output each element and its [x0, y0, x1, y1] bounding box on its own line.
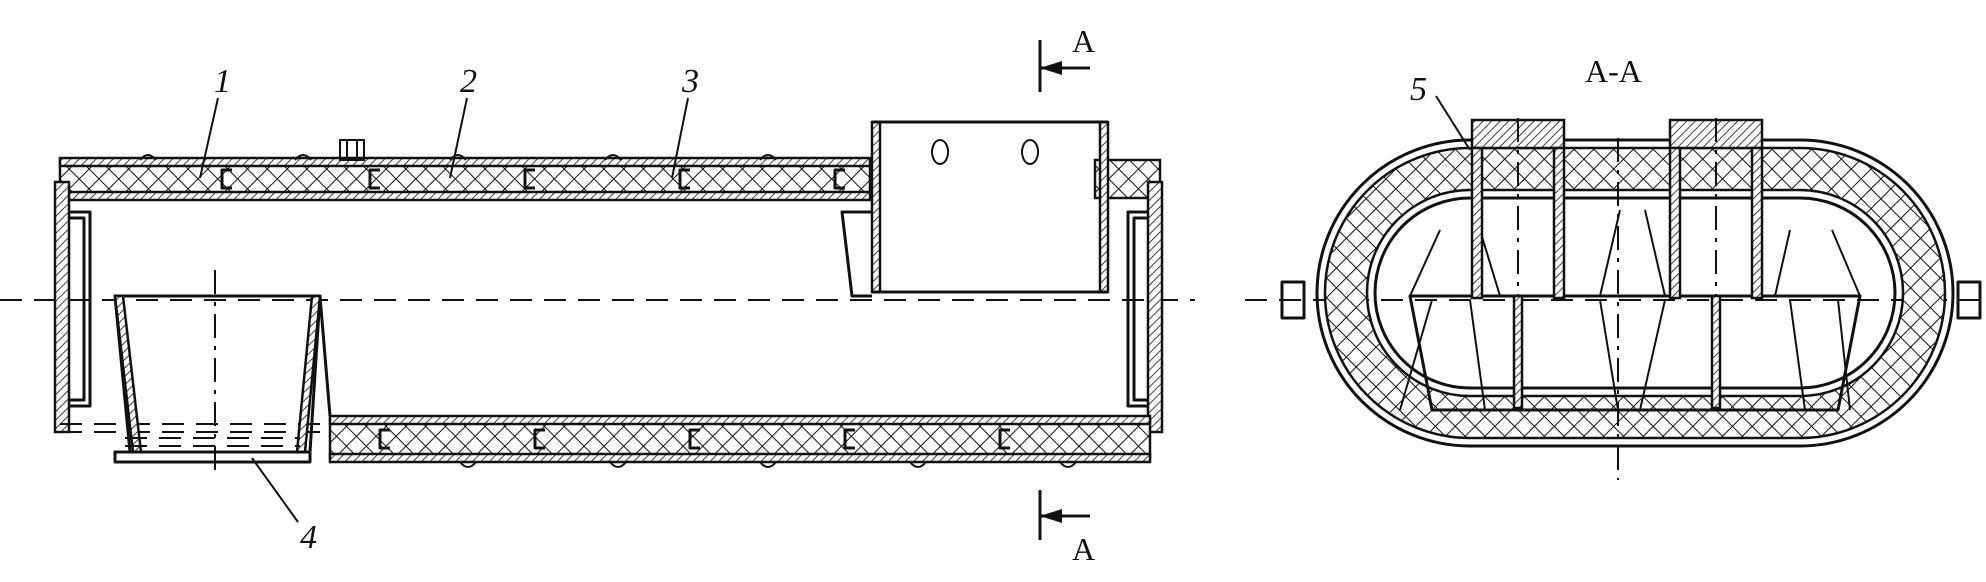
section-marker-bottom: A — [1072, 531, 1095, 567]
bottom-channels — [378, 428, 1010, 450]
top-bumps — [139, 154, 777, 161]
top-wall-inner-steel — [58, 190, 872, 202]
label-2: 2 — [460, 63, 477, 100]
hopper — [113, 270, 332, 470]
left-endcap-plate — [53, 180, 71, 434]
right-endcap-frame — [1126, 210, 1148, 408]
leader-lines — [199, 97, 689, 523]
bottom-wall-inner-steel — [328, 414, 1152, 426]
box-handles — [931, 139, 1040, 165]
inner-frame — [1408, 294, 1862, 412]
post-left — [1512, 294, 1524, 410]
label-5: 5 — [1410, 71, 1427, 108]
label-3: 3 — [681, 63, 699, 100]
bottom-bumps — [459, 461, 1077, 468]
box-skirt — [840, 210, 872, 298]
tube-left — [1470, 118, 1566, 300]
longitudinal-view — [0, 40, 1195, 540]
shell-inner — [1373, 196, 1897, 390]
top-channels — [220, 168, 845, 190]
lug-right — [1956, 280, 1982, 320]
label-1: 1 — [214, 63, 231, 100]
bottom-wall-insulation — [328, 418, 1152, 460]
right-endcap-plate — [1146, 180, 1164, 434]
top-fitting — [339, 139, 365, 161]
section-marker-top: A — [1072, 23, 1095, 59]
post-right — [1710, 294, 1722, 410]
section-title: A-A — [1585, 53, 1642, 89]
box-left-wall — [870, 120, 882, 294]
leader-5 — [1435, 95, 1471, 151]
lug-left — [1280, 280, 1306, 320]
tube-right — [1668, 118, 1764, 300]
label-4: 4 — [300, 519, 317, 556]
shell-insulation — [1323, 146, 1947, 440]
box-right-wall — [1098, 120, 1110, 294]
bottom-wall-outer-steel — [328, 452, 1152, 464]
shell-outer — [1315, 138, 1955, 448]
inner-webs — [1399, 209, 1861, 411]
left-endcap-frame — [70, 210, 92, 408]
cross-section-view — [1245, 95, 1982, 480]
section-line-A — [1038, 40, 1090, 540]
